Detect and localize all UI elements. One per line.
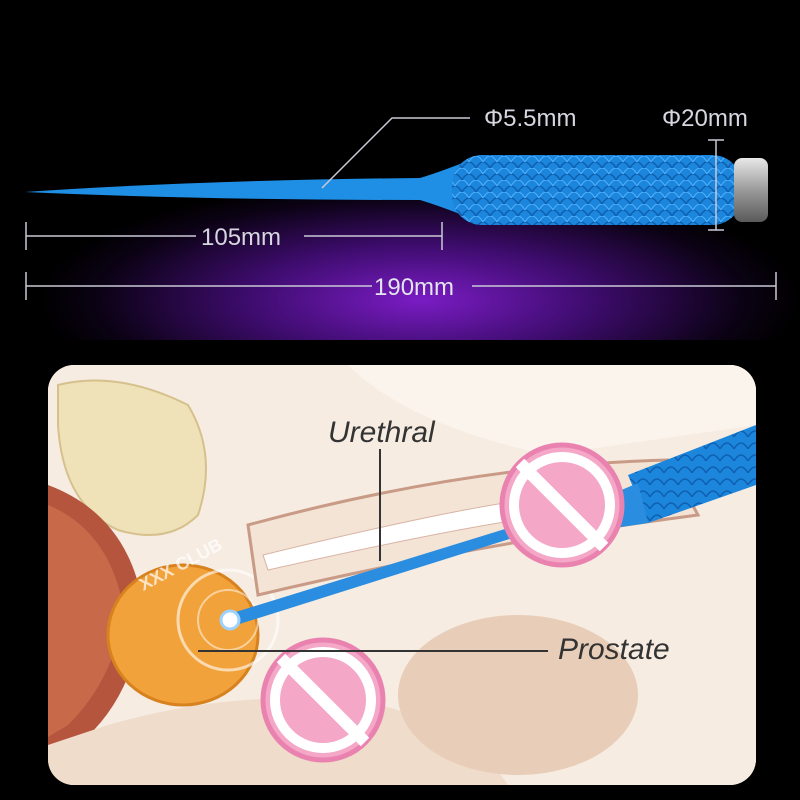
- pelvic-bone: [57, 379, 207, 536]
- product-drawing: Φ5.5mm Φ20mm 105mm 190mm: [25, 105, 777, 301]
- probe-length-label: 105mm: [201, 224, 281, 251]
- total-length-label: 190mm: [374, 274, 454, 301]
- censor-circle-upper: [499, 442, 625, 568]
- tip-diameter-label: Φ5.5mm: [484, 105, 577, 132]
- urethral-label: Urethral: [328, 416, 436, 449]
- inserted-probe: [226, 525, 522, 627]
- prostate: [106, 563, 260, 707]
- product-panel: Φ5.5mm Φ20mm 105mm 190mm: [0, 0, 800, 340]
- textured-handle: [452, 155, 742, 225]
- probe-shaft: [25, 160, 470, 218]
- metal-cap: [734, 158, 768, 222]
- anatomy-panel: Urethral Prostate XXX CLUB: [48, 365, 756, 785]
- handle-diameter-label: Φ20mm: [662, 105, 748, 132]
- tip-diameter-leader: [321, 117, 470, 189]
- censor-circle-lower: [260, 637, 386, 763]
- prostate-label: Prostate: [558, 633, 670, 666]
- anatomy-diagram: Urethral Prostate XXX CLUB: [48, 365, 756, 785]
- inserted-handle: [628, 425, 756, 523]
